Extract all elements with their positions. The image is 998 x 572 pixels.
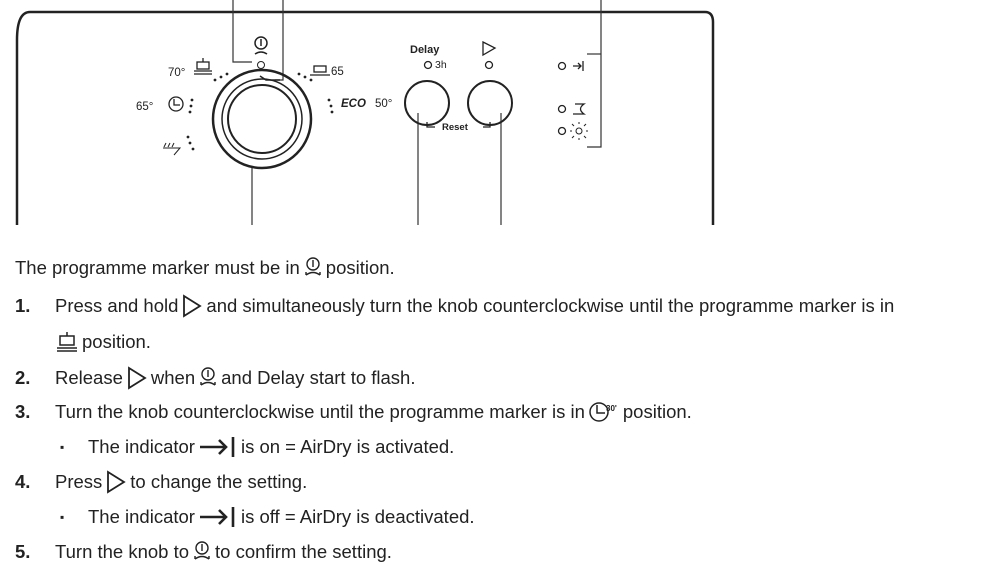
power-off-icon [305, 257, 321, 276]
callout-line [232, 0, 252, 63]
rinse-aid-led [557, 104, 567, 114]
step-number: 1. [15, 295, 31, 316]
airdry-icon [573, 61, 584, 71]
step-4-sub: ▪ The indicator is off = AirDry is deact… [0, 505, 475, 529]
step-number: 4. [15, 471, 31, 492]
panel-outline [15, 10, 715, 225]
step-number: 2. [15, 367, 31, 388]
intro-text: position. [325, 257, 395, 278]
pots-icon [57, 332, 77, 352]
airdry-indicator-icon [199, 507, 235, 527]
step-3-sub: ▪ The indicator is on = AirDry is activa… [0, 435, 454, 459]
programme-dots [186, 72, 334, 151]
step-5: 5. Turn the knob to to confirm the setti… [15, 540, 392, 564]
step-number: 5. [15, 541, 31, 562]
step-text: position. [82, 331, 151, 352]
label-delay: Delay [410, 44, 440, 56]
step-1-cont: position. [52, 330, 151, 354]
bullet: ▪ [60, 440, 65, 454]
step-text: The indicator [88, 506, 195, 527]
bullet: ▪ [60, 510, 65, 524]
step-1: 1. Press and hold and simultaneously tur… [15, 294, 894, 318]
label-70: 70° [168, 67, 185, 79]
step-text: when [150, 367, 196, 388]
cup-icon [310, 65, 330, 76]
pots-icon [194, 58, 212, 75]
step-text: to confirm the setting. [215, 541, 392, 562]
label-reset: Reset [442, 122, 469, 133]
label-65-left: 65° [136, 101, 153, 113]
step-text: is off = AirDry is deactivated. [240, 506, 475, 527]
step-4: 4. Press to change the setting. [15, 470, 307, 494]
step-text: and simultaneously turn the knob counter… [206, 295, 895, 316]
intro-line: The programme marker must be in position… [15, 256, 395, 280]
step-text: Turn the knob counterclockwise until the… [55, 401, 585, 422]
start-icon [482, 40, 497, 57]
step-text: to change the setting. [130, 471, 308, 492]
start-button [467, 80, 513, 126]
airdry-led [557, 61, 567, 71]
step-number: 3. [15, 401, 31, 422]
control-panel-diagram: 70° 65° 65 ECO 50° Delay 3h Reset [15, 0, 715, 225]
start-icon [107, 470, 126, 494]
clock-30-icon [168, 96, 184, 112]
salt-icon [570, 122, 588, 140]
delay-led [423, 60, 433, 70]
rinse-icon [163, 142, 182, 156]
start-icon [183, 294, 203, 318]
label-3h: 3h [435, 59, 447, 71]
delay-button [404, 80, 450, 126]
step-text: Press and hold [55, 295, 179, 316]
airdry-indicator-icon [199, 437, 235, 457]
label-eco: ECO [341, 98, 366, 110]
step-text: and Delay start to flash. [221, 367, 416, 388]
step-2: 2. Release when and Delay start to flash… [15, 366, 415, 390]
callout-line [587, 0, 602, 148]
step-3: 3. Turn the knob counterclockwise until … [15, 400, 692, 424]
start-icon [127, 366, 147, 390]
salt-led [557, 126, 567, 136]
power-off-icon [254, 36, 268, 69]
step-text: The indicator [88, 436, 195, 457]
svg-text:30': 30' [606, 404, 617, 413]
clock-30-icon: 30' [589, 402, 617, 422]
step-text: Release [55, 367, 123, 388]
rinse-aid-icon [573, 103, 587, 115]
step-text: position. [622, 401, 692, 422]
power-off-icon [194, 541, 210, 560]
step-text: Turn the knob to [55, 541, 190, 562]
step-text: is on = AirDry is activated. [240, 436, 455, 457]
power-off-icon [200, 367, 216, 386]
programme-knob [211, 68, 313, 170]
label-eco-temp: 50° [375, 98, 392, 110]
label-65-right: 65 [331, 66, 344, 78]
start-led [484, 60, 494, 70]
step-text: Press [55, 471, 103, 492]
intro-text: The programme marker must be in [15, 257, 300, 278]
